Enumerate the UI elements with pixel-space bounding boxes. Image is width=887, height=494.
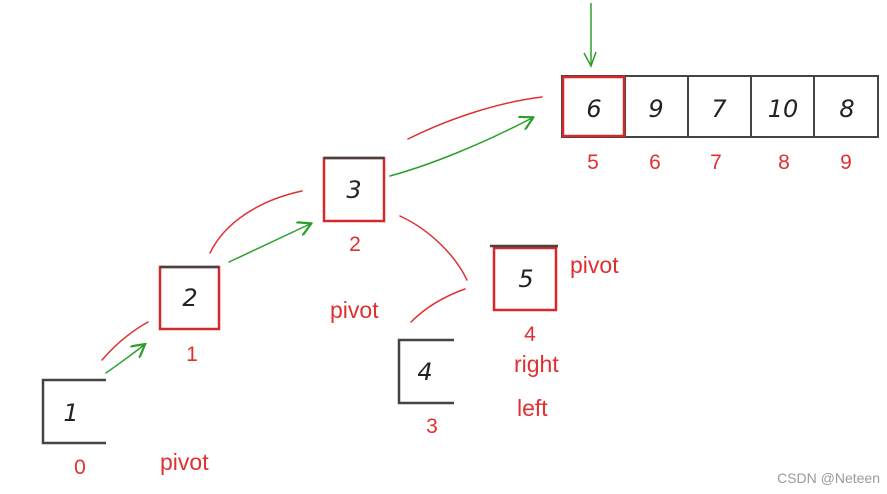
node-box bbox=[322, 156, 386, 223]
array-index: 5 bbox=[587, 151, 599, 174]
node-box-open bbox=[41, 378, 106, 445]
watermark: CSDN @Neteen bbox=[777, 470, 880, 486]
node-value: 5 bbox=[518, 265, 533, 293]
node-value: 3 bbox=[346, 176, 361, 204]
node-value: 2 bbox=[182, 284, 197, 312]
node-index: 4 bbox=[524, 323, 536, 346]
array-highlight-cell bbox=[561, 75, 626, 138]
array-value: 10 bbox=[768, 95, 799, 123]
array-value: 6 bbox=[586, 95, 601, 123]
pivot-label: pivot bbox=[160, 449, 209, 475]
tree-node: 5 4 bbox=[490, 244, 558, 346]
node-box bbox=[492, 246, 558, 312]
return-arrow bbox=[389, 118, 532, 177]
array-value: 7 bbox=[711, 95, 727, 123]
green-return-arrows bbox=[105, 118, 532, 374]
node-index: 2 bbox=[349, 233, 361, 256]
top-pointer-arrow bbox=[583, 3, 597, 68]
array-index: 8 bbox=[778, 151, 790, 174]
tree-node: 3 2 bbox=[322, 156, 386, 256]
right-label: right bbox=[514, 351, 559, 377]
array-index: 6 bbox=[649, 151, 661, 174]
pivot-label: pivot bbox=[570, 252, 619, 278]
node-value: 1 bbox=[63, 399, 78, 427]
array-value: 8 bbox=[839, 95, 854, 123]
left-label: left bbox=[517, 395, 548, 421]
node-index: 1 bbox=[186, 343, 198, 366]
array-index: 9 bbox=[840, 151, 852, 174]
tree-node: 4 3 bbox=[397, 338, 454, 438]
node-value: 4 bbox=[417, 358, 432, 386]
tree-node: 2 1 bbox=[158, 265, 221, 366]
node-index: 3 bbox=[426, 415, 438, 438]
node-box bbox=[158, 265, 221, 331]
red-connector-curves bbox=[101, 96, 543, 361]
node-box-open bbox=[397, 338, 454, 405]
pivot-label: pivot bbox=[330, 297, 379, 323]
tree-node: 1 0 bbox=[41, 378, 106, 479]
node-index: 0 bbox=[74, 456, 86, 479]
array-value: 9 bbox=[648, 95, 663, 123]
array-frame bbox=[561, 75, 879, 138]
return-arrow bbox=[105, 345, 144, 374]
array-row: 6 9 7 10 8 5 6 7 8 9 bbox=[561, 75, 879, 174]
return-arrow bbox=[228, 224, 310, 263]
array-index: 7 bbox=[710, 151, 722, 174]
